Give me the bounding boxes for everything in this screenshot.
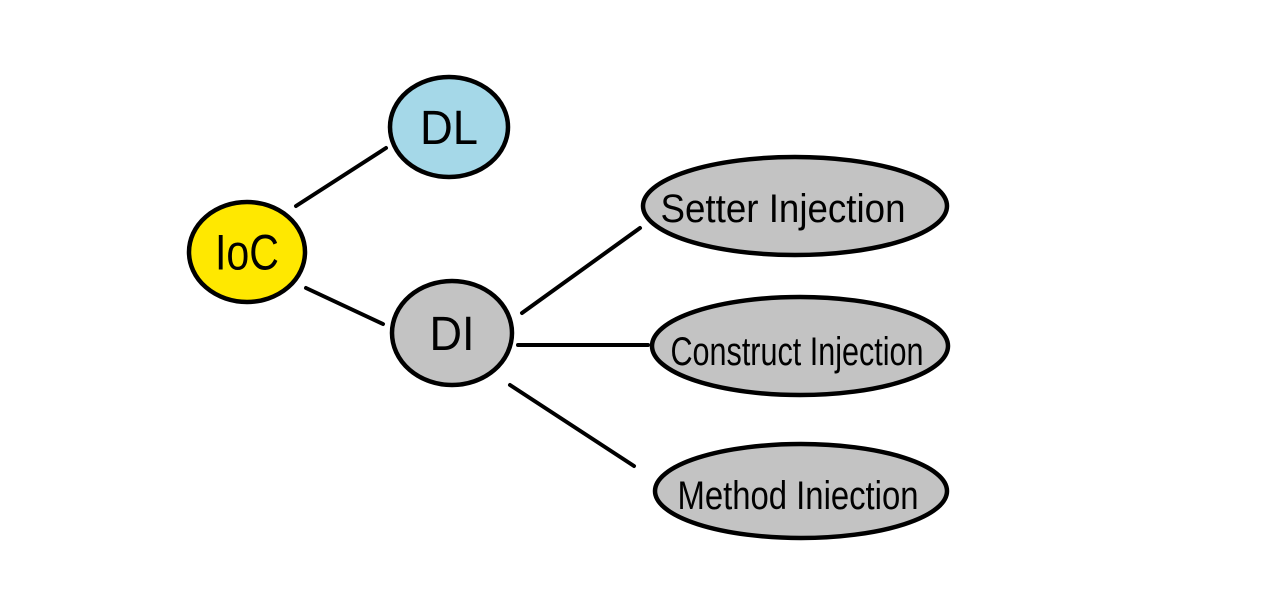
node-ioc-ellipse (186, 199, 308, 305)
node-ioc-label: IoC (215, 225, 279, 281)
node-di-label: DI (430, 308, 475, 361)
node-method-injection: Method Iniection (652, 441, 950, 541)
node-di: DI (389, 278, 515, 388)
node-method-injection-ellipse (652, 441, 950, 541)
node-setter-injection-label: Setter Injection (661, 187, 906, 231)
edge-ioc-dl (294, 146, 388, 208)
edge-ioc-di (304, 286, 385, 326)
node-dl-label: DL (420, 102, 478, 155)
node-construct-injection-ellipse (649, 294, 951, 398)
edge-di-setter-injection (520, 226, 642, 315)
node-method-injection-label: Method Iniection (678, 474, 919, 518)
node-construct-injection-label: Construct Injection (671, 330, 924, 374)
edge-di-method-injection (508, 383, 636, 468)
node-construct-injection: Construct Injection (649, 294, 951, 398)
node-dl-ellipse (387, 74, 511, 180)
node-ioc: IoC (186, 199, 308, 305)
node-dl: DL (387, 74, 511, 180)
node-setter-injection: Setter Injection (640, 154, 950, 258)
node-setter-injection-ellipse (640, 154, 950, 258)
node-di-ellipse (389, 278, 515, 388)
